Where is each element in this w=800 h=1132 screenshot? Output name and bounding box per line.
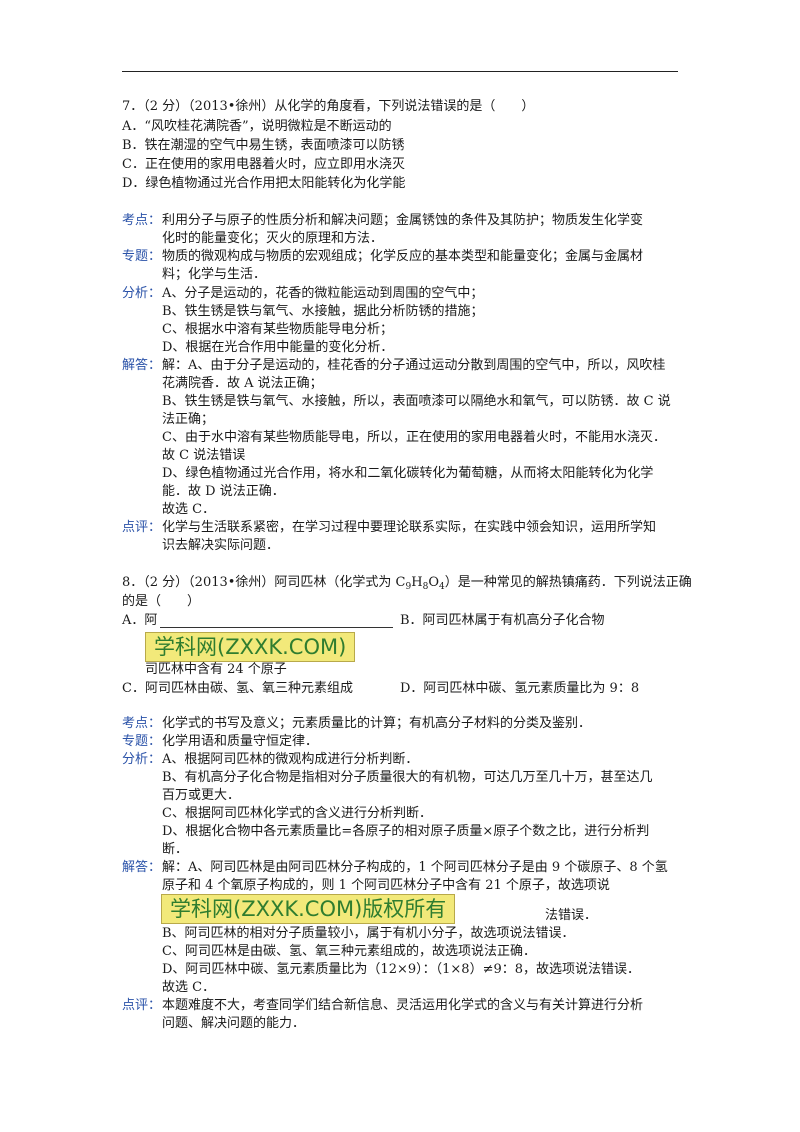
q7-jieda-line: 解：A、由于分子是运动的，桂花香的分子通过运动分散到周围的空气中，所以，风吹桂	[162, 358, 666, 373]
q7-jieda-line: 法正确；	[162, 412, 215, 427]
q8-jieda-line: 解：A、阿司匹林是由阿司匹林分子构成的，1 个阿司匹林分子是由 9 个碳原子、8…	[162, 860, 668, 875]
q7-option-a: A．“风吹桂花满院香”，说明微粒是不断运动的	[122, 119, 392, 134]
q7-option-b: B．铁在潮湿的空气中易生锈，表面喷漆可以防锈	[122, 138, 405, 153]
watermark: 学科网(ZXXK.COM)版权所有	[161, 894, 456, 924]
q8-fenxi-line: A、根据阿司匹林的微观构成进行分析判断．	[162, 752, 419, 767]
q7-jieda-line: C、由于水中溶有某些物质能导电，所以，正在使用的家用电器着火时，不能用水浇灭．	[162, 430, 666, 445]
q7-jieda-line: B、铁生锈是铁与氧气、水接触，所以，表面喷漆可以隔绝水和氧气，可以防锈．故 C …	[162, 394, 671, 409]
q8-jieda-line: 原子和 4 个氧原子构成的，则 1 个阿司匹林分子中含有 21 个原子，故选项说	[162, 878, 610, 893]
q7-option-d: D．绿色植物通过光合作用把太阳能转化为化学能	[122, 176, 406, 191]
q8-fenxi-line: C、根据阿司匹林化学式的含义进行分析判断．	[162, 806, 432, 821]
q7-fenxi-line: D、根据在光合作用中能量的变化分析．	[162, 340, 394, 355]
q7-jieda-line: D、绿色植物通过光合作用，将水和二氧化碳转化为葡萄糖，从而将太阳能转化为化学	[162, 466, 654, 481]
q7-jieda-line: 故 C 说法错误	[162, 448, 246, 463]
answer-blank	[160, 627, 393, 628]
q8-option-b: B．阿司匹林属于有机高分子化合物	[400, 613, 605, 628]
q8-kaodian-line: 化学式的书写及意义；元素质量比的计算；有机高分子材料的分类及鉴别．	[162, 716, 592, 731]
top-rule	[122, 71, 678, 72]
q8-dianping-label: 点评：	[122, 998, 162, 1013]
q7-stem: 7．（2 分）（2013•徐州）从化学的角度看，下列说法错误的是（ ）	[122, 99, 535, 114]
q8-jieda-line: D、阿司匹林中碳、氢元素质量比为（12×9）：（1×8）≠9：8，故选项说法错误…	[162, 962, 640, 977]
q8-fenxi-label: 分析：	[122, 752, 162, 767]
q8-stem: 8．（2 分）（2013•徐州）阿司匹林（化学式为 C9H8O4）是一种常见的解…	[122, 575, 692, 592]
q8-stem-cont: 的是（ ）	[122, 594, 201, 609]
q7-kaodian-label: 考点：	[122, 213, 162, 228]
q7-zhuanti-line: 料；化学与生活．	[162, 267, 267, 282]
q8-fenxi-line: 百万或更大．	[162, 788, 241, 803]
q8-fenxi-line: 断．	[162, 842, 189, 857]
q8-option-d: D．阿司匹林中碳、氢元素质量比为 9：8	[400, 681, 640, 696]
q7-jieda-line: 能．故 D 说法正确．	[162, 484, 285, 499]
q8-jieda-label: 解答：	[122, 860, 162, 875]
q7-fenxi-line: B、铁生锈是铁与氧气、水接触，据此分析防锈的措施；	[162, 304, 484, 319]
q7-kaodian-line: 化时的能量变化；灭火的原理和方法．	[162, 231, 384, 246]
q8-dianping-line: 问题、解决问题的能力．	[162, 1016, 306, 1031]
q7-dianping-line: 化学与生活联系紧密，在学习过程中要理论联系实际，在实践中领会知识，运用所学知	[162, 520, 657, 535]
q8-dianping-line: 本题难度不大，考查同学们结合新信息、灵活运用化学式的含义与有关计算进行分析	[162, 998, 644, 1013]
q8-option-a-start: A．阿	[122, 613, 158, 628]
q8-jieda-line: C、阿司匹林是由碳、氢、氧三种元素组成的，故选项说法正确．	[162, 944, 536, 959]
q7-fenxi-label: 分析：	[122, 286, 162, 301]
q8-option-a-cont: 司匹林中含有 24 个原子	[145, 662, 287, 677]
q7-zhuanti-line: 物质的微观构成与物质的宏观组成；化学反应的基本类型和能量变化；金属与金属材	[162, 249, 644, 264]
q7-zhuanti-label: 专题：	[122, 249, 162, 264]
q8-zhuanti-line: 化学用语和质量守恒定律．	[162, 734, 319, 749]
q7-fenxi-line: A、分子是运动的，花香的微粒能运动到周围的空气中；	[162, 286, 484, 301]
q7-fenxi-line: C、根据水中溶有某些物质能导电分析；	[162, 322, 393, 337]
q8-jieda-line: 法错误．	[545, 908, 598, 923]
q7-dianping-line: 识去解决实际问题．	[162, 538, 280, 553]
q8-zhuanti-label: 专题：	[122, 734, 162, 749]
q8-jieda-line: 故选 C．	[162, 980, 216, 995]
q7-option-c: C．正在使用的家用电器着火时，应立即用水浇灭	[122, 157, 405, 172]
q7-kaodian-line: 利用分子与原子的性质分析和解决问题；金属锈蚀的条件及其防护；物质发生化学变	[162, 213, 644, 228]
q8-jieda-line: B、阿司匹林的相对分子质量较小，属于有机小分子，故选项说法错误．	[162, 926, 575, 941]
q7-dianping-label: 点评：	[122, 520, 162, 535]
q7-jieda-label: 解答：	[122, 358, 162, 373]
q8-kaodian-label: 考点：	[122, 716, 162, 731]
watermark: 学科网(ZXXK.COM)	[145, 632, 356, 662]
q8-fenxi-line: B、有机高分子化合物是指相对分子质量很大的有机物，可达几万至几十万，甚至达几	[162, 770, 653, 785]
q8-option-c: C．阿司匹林由碳、氢、氧三种元素组成	[122, 681, 353, 696]
q8-fenxi-line: D、根据化合物中各元素质量比=各原子的相对原子质量×原子个数之比，进行分析判	[162, 824, 650, 839]
q7-jieda-line: 花满院香．故 A 说法正确；	[162, 376, 323, 391]
q7-jieda-line: 故选 C．	[162, 502, 216, 517]
